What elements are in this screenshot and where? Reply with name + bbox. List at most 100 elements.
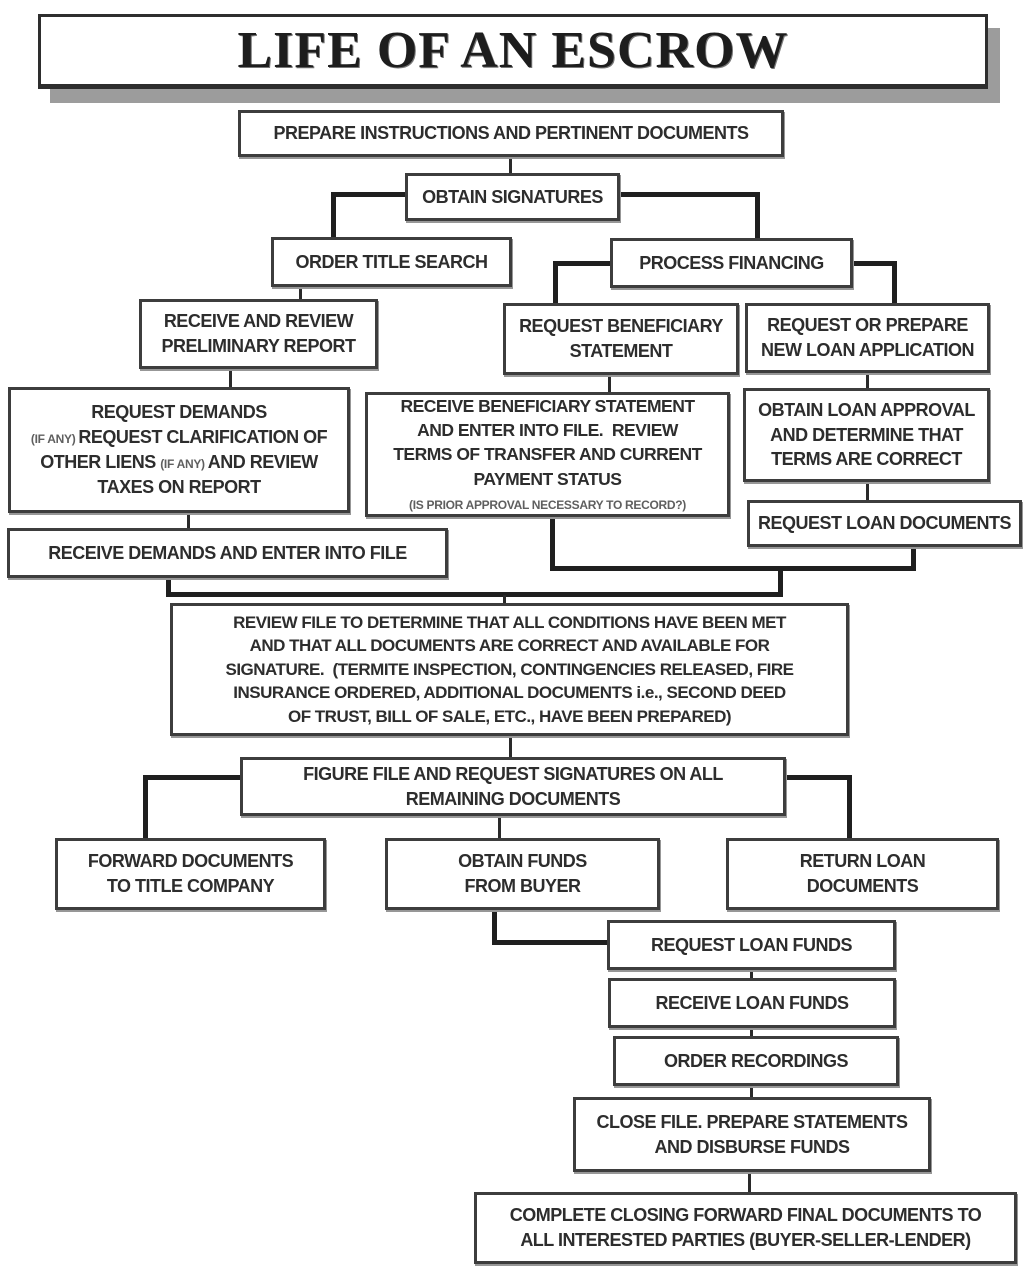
node-text-line: TAXES ON REPORT: [97, 476, 261, 497]
node-request-loan-funds: REQUEST LOAN FUNDS: [607, 920, 896, 970]
node-request-demands: REQUEST DEMANDS (IF ANY) REQUEST CLARIFIC…: [8, 387, 350, 513]
node-text-line: RECEIVE AND REVIEW: [163, 311, 354, 332]
connector-obtain-signatures-to-process-financing: [620, 192, 758, 197]
node-forward-documents: FORWARD DOCUMENTS TO TITLE COMPANY: [55, 838, 326, 910]
node-text-line: RECEIVE DEMANDS AND ENTER INTO FILE: [48, 542, 407, 563]
connector-obtain-funds-from-buyer-to-request-loan-funds: [492, 910, 497, 945]
node-text-line: REQUEST OR PREPARE: [767, 315, 968, 336]
connector-request-demands-to-receive-demands: [187, 513, 190, 528]
node-text-line: TO TITLE COMPANY: [106, 876, 275, 896]
node-text-line: OF TRUST, BILL OF SALE, ETC., HAVE BEEN …: [287, 706, 732, 726]
connector-process-financing-to-request-or-prepare-new-loan-application: [853, 261, 897, 266]
node-request-loan-documents: REQUEST LOAN DOCUMENTS: [747, 500, 1022, 547]
connector-process-financing-to-request-beneficiary-statement: [553, 261, 558, 303]
node-text-line: REQUEST DEMANDS: [91, 402, 267, 423]
node-text-line: OBTAIN FUNDS: [458, 851, 587, 872]
node-text-line: FIGURE FILE AND REQUEST SIGNATURES ON AL…: [303, 763, 723, 784]
node-text-line: OBTAIN LOAN APPROVAL: [758, 399, 975, 420]
connector-figure-file-to-return-loan-documents: [847, 775, 852, 838]
node-obtain-signatures: OBTAIN SIGNATURES: [405, 173, 620, 221]
node-text-line: ALL INTERESTED PARTIES (BUYER-SELLER-LEN…: [520, 1230, 971, 1250]
connector-receive-loan-funds-to-order-recordings: [750, 1028, 753, 1036]
connector-obtain-loan-approval-to-request-loan-documents: [866, 482, 869, 500]
node-review-file: REVIEW FILE TO DETERMINE THAT ALL CONDIT…: [170, 603, 849, 736]
node-obtain-funds-from-buyer: OBTAIN FUNDS FROM BUYER: [385, 838, 660, 910]
node-order-title-search: ORDER TITLE SEARCH: [271, 237, 512, 287]
connector-figure-file-to-forward-documents: [143, 775, 240, 780]
node-order-recordings: ORDER RECORDINGS: [613, 1036, 899, 1086]
node-text-line: REVIEW FILE TO DETERMINE THAT ALL CONDIT…: [233, 612, 786, 632]
node-prepare-instructions: PREPARE INSTRUCTIONS AND PERTINENT DOCUM…: [238, 110, 784, 157]
node-text-line: OBTAIN SIGNATURES: [422, 186, 603, 207]
node-receive-loan-funds: RECEIVE LOAN FUNDS: [608, 978, 896, 1028]
node-receive-demands: RECEIVE DEMANDS AND ENTER INTO FILE: [7, 528, 448, 578]
node-close-file: CLOSE FILE. PREPARE STATEMENTS AND DISBUR…: [573, 1097, 931, 1172]
node-text-line: REQUEST BENEFICIARY: [519, 316, 723, 337]
connector-receive-review-preliminary-report-to-request-demands: [229, 369, 232, 387]
node-text-line: AND DISBURSE FUNDS: [654, 1136, 850, 1157]
node-text-line: REQUEST LOAN FUNDS: [650, 934, 853, 955]
node-text-line: (IS PRIOR APPROVAL NECESSARY TO RECORD?): [409, 497, 686, 512]
node-text-line: FROM BUYER: [464, 876, 582, 896]
connector-figure-file-to-forward-documents: [143, 775, 148, 838]
page-title: LIFE OF AN ESCROW: [237, 22, 789, 79]
connector-obtain-signatures-to-order-title-search: [331, 192, 336, 237]
node-text-line: RECEIVE BENEFICIARY STATEMENT: [400, 396, 695, 417]
connector-receive-beneficiary-statement-to-merge-bus: [550, 517, 555, 566]
node-text-line: TERMS ARE CORRECT: [771, 449, 962, 470]
node-text-line: OTHER LIENS (IF ANY) AND REVIEW: [40, 452, 318, 472]
node-text-line: RECEIVE LOAN FUNDS: [655, 992, 849, 1013]
connector-figure-file-to-return-loan-documents: [786, 775, 852, 780]
node-text-line: AND THAT ALL DOCUMENTS ARE CORRECT AND A…: [249, 636, 770, 656]
node-text-line: COMPLETE CLOSING FORWARD FINAL DOCUMENTS…: [509, 1205, 982, 1226]
node-text-line: REMAINING DOCUMENTS: [405, 788, 621, 809]
node-receive-review-preliminary-report: RECEIVE AND REVIEW PRELIMINARY REPORT: [139, 299, 378, 369]
connector-process-financing-to-request-or-prepare-new-loan-application: [892, 261, 897, 303]
node-text-line: AND DETERMINE THAT: [770, 424, 963, 445]
node-text-line: PROCESS FINANCING: [639, 252, 824, 273]
node-text-line: STATEMENT: [569, 341, 673, 361]
connector-request-beneficiary-statement-to-receive-beneficiary-statement: [608, 375, 611, 392]
node-text-line: TERMS OF TRANSFER AND CURRENT: [393, 444, 702, 465]
node-text-line: DOCUMENTS: [806, 876, 919, 896]
node-complete-closing: COMPLETE CLOSING FORWARD FINAL DOCUMENTS…: [474, 1192, 1017, 1264]
connector-obtain-signatures-to-order-title-search: [331, 192, 405, 197]
node-text-line: PAYMENT STATUS: [473, 468, 622, 489]
connector-request-loan-documents-to-merge-bus: [911, 547, 916, 571]
node-text-line: REQUEST LOAN DOCUMENTS: [757, 513, 1012, 534]
node-text-line: (IF ANY) REQUEST CLARIFICATION OF: [30, 427, 328, 448]
node-text-line: ORDER RECORDINGS: [663, 1050, 849, 1071]
node-request-beneficiary-statement: REQUEST BENEFICIARY STATEMENT: [503, 303, 739, 375]
connector-obtain-signatures-to-process-financing: [755, 192, 760, 238]
node-process-financing: PROCESS FINANCING: [610, 238, 853, 288]
node-text-line: NEW LOAN APPLICATION: [761, 340, 975, 360]
node-text-line: INSURANCE ORDERED, ADDITIONAL DOCUMENTS …: [233, 683, 786, 703]
node-request-or-prepare-new-loan-application: REQUEST OR PREPARE NEW LOAN APPLICATION: [745, 303, 990, 373]
connector-review-file-to-figure-file: [509, 736, 512, 757]
connector-process-financing-to-request-beneficiary-statement: [553, 261, 610, 266]
node-text-line: CLOSE FILE. PREPARE STATEMENTS: [596, 1111, 908, 1132]
node-text-line: FORWARD DOCUMENTS: [87, 851, 294, 872]
title-box: LIFE OF AN ESCROW: [38, 14, 988, 89]
connector-obtain-funds-from-buyer-to-request-loan-funds: [492, 940, 607, 945]
connector-lower-merge-bus-to-review-file: [503, 595, 506, 605]
node-figure-file: FIGURE FILE AND REQUEST SIGNATURES ON AL…: [240, 757, 786, 816]
connector-merge-bus-to-lower-merge-bus: [778, 566, 783, 597]
connector-request-loan-documents-to-merge-bus: [550, 566, 916, 571]
node-text-line: ORDER TITLE SEARCH: [295, 251, 488, 272]
node-text-line: SIGNATURE. (TERMITE INSPECTION, CONTINGE…: [225, 659, 794, 679]
connector-order-recordings-to-close-file: [750, 1086, 753, 1097]
connector-merge-bus-to-lower-merge-bus: [166, 592, 783, 597]
node-text-line: AND ENTER INTO FILE. REVIEW: [417, 420, 678, 441]
node-obtain-loan-approval: OBTAIN LOAN APPROVAL AND DETERMINE THAT TE…: [743, 388, 990, 482]
connector-receive-demands-to-lower-merge-bus: [166, 578, 171, 594]
node-text-line: PREPARE INSTRUCTIONS AND PERTINENT DOCUM…: [273, 123, 749, 144]
node-receive-beneficiary-statement: RECEIVE BENEFICIARY STATEMENT AND ENTER I…: [365, 392, 730, 517]
connector-prepare-instructions-to-obtain-signatures: [509, 157, 512, 173]
connector-request-loan-funds-to-receive-loan-funds: [750, 970, 753, 978]
node-text-line: PRELIMINARY REPORT: [161, 336, 356, 356]
connector-request-or-prepare-new-loan-application-to-obtain-loan-approval: [866, 373, 869, 388]
node-text-line: RETURN LOAN: [799, 851, 926, 872]
connector-close-file-to-complete-closing: [748, 1172, 751, 1192]
